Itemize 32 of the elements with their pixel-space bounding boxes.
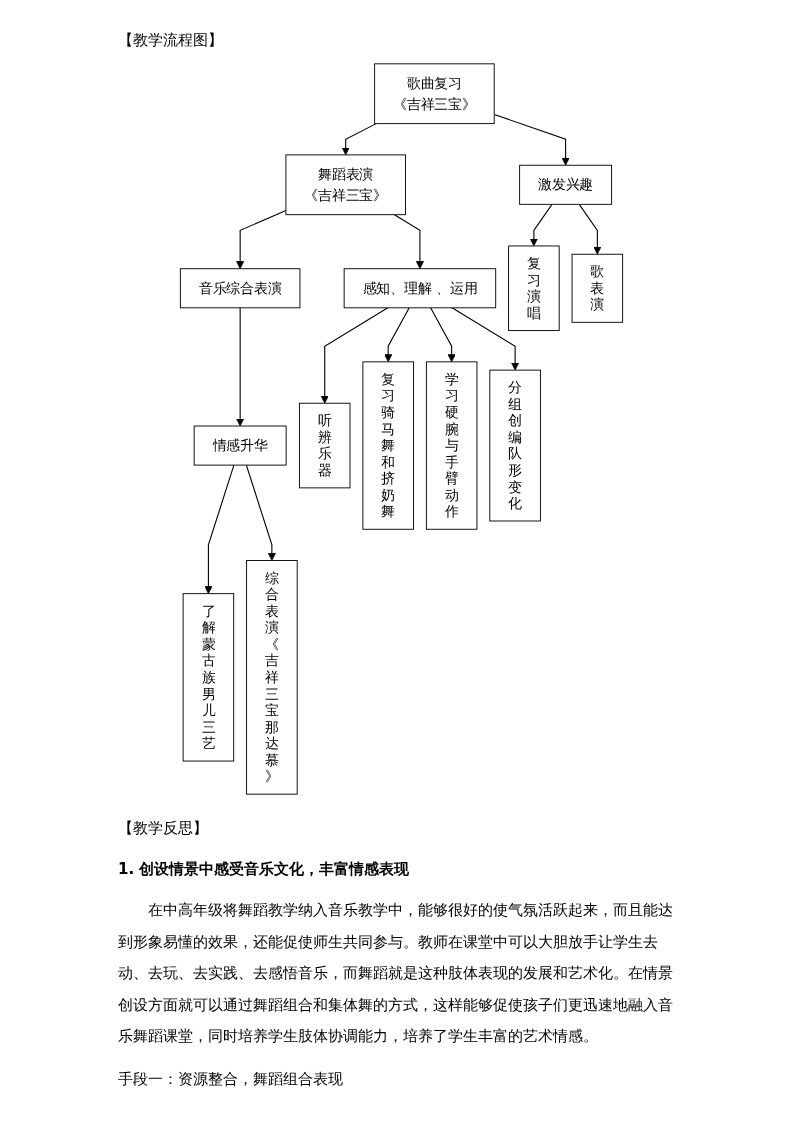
node-box: 了解蒙古族男儿三艺 bbox=[182, 593, 234, 762]
node-box: 分组创编队形变化 bbox=[488, 369, 541, 522]
arrow bbox=[383, 307, 410, 363]
node-box: 歌曲复习 《吉祥三宝》 bbox=[373, 63, 495, 125]
subsection-heading: 1. 创设情景中感受音乐文化，丰富情感表现 bbox=[118, 858, 411, 880]
arrow bbox=[578, 203, 601, 255]
arrow bbox=[341, 123, 377, 156]
node-box: 学习硬腕与手臂动作 bbox=[425, 361, 477, 530]
node-box: 复习演唱 bbox=[507, 245, 560, 332]
section-heading: 【教学反思】 bbox=[118, 818, 209, 839]
arrow bbox=[235, 210, 286, 270]
node-box: 复习骑马舞和挤奶舞 bbox=[361, 361, 414, 530]
node-box: 情感升华 bbox=[193, 425, 287, 466]
node-box: 音乐综合表演 bbox=[179, 268, 300, 309]
paragraph: 在中高年级将舞蹈教学纳入音乐教学中，能够很好的使气氛活跃起来，而且能达到形象易懂的效果，还能促使师生共同参与。教师在课堂中可以大胆放手让学生去动、去玩、去实践、去感悟音乐，而舞蹈就是这种肢体表现的发展和艺术化。在情景创设方面就可以通过舞蹈组合和集体舞的方式，这样能够促使孩子们更迅速地融入音乐舞蹈课堂，同时培养学生肢体协调能力，培养了学生丰富的艺术情感。 bbox=[118, 900, 674, 1047]
node-box: 综合表演《吉祥三宝那达慕》 bbox=[245, 560, 298, 795]
node-box: 感知、理解 、运用 bbox=[343, 268, 496, 309]
node-box: 听辨乐器 bbox=[298, 402, 350, 489]
arrow bbox=[235, 307, 244, 427]
arrow bbox=[429, 307, 456, 363]
text-line: 手段一：资源整合，舞蹈组合表现 bbox=[118, 1068, 344, 1090]
arrow bbox=[450, 307, 519, 371]
node-box: 激发兴趣 bbox=[518, 164, 612, 205]
arrow bbox=[320, 307, 388, 404]
arrow bbox=[245, 464, 276, 561]
arrow bbox=[203, 464, 234, 594]
node-box: 舞蹈表演 《吉祥三宝》 bbox=[284, 154, 406, 216]
arrow bbox=[393, 214, 424, 270]
node-box: 歌表演 bbox=[571, 253, 623, 323]
arrow bbox=[493, 113, 570, 166]
diagram-title: 【教学流程图】 bbox=[118, 31, 223, 50]
arrow bbox=[529, 203, 553, 247]
